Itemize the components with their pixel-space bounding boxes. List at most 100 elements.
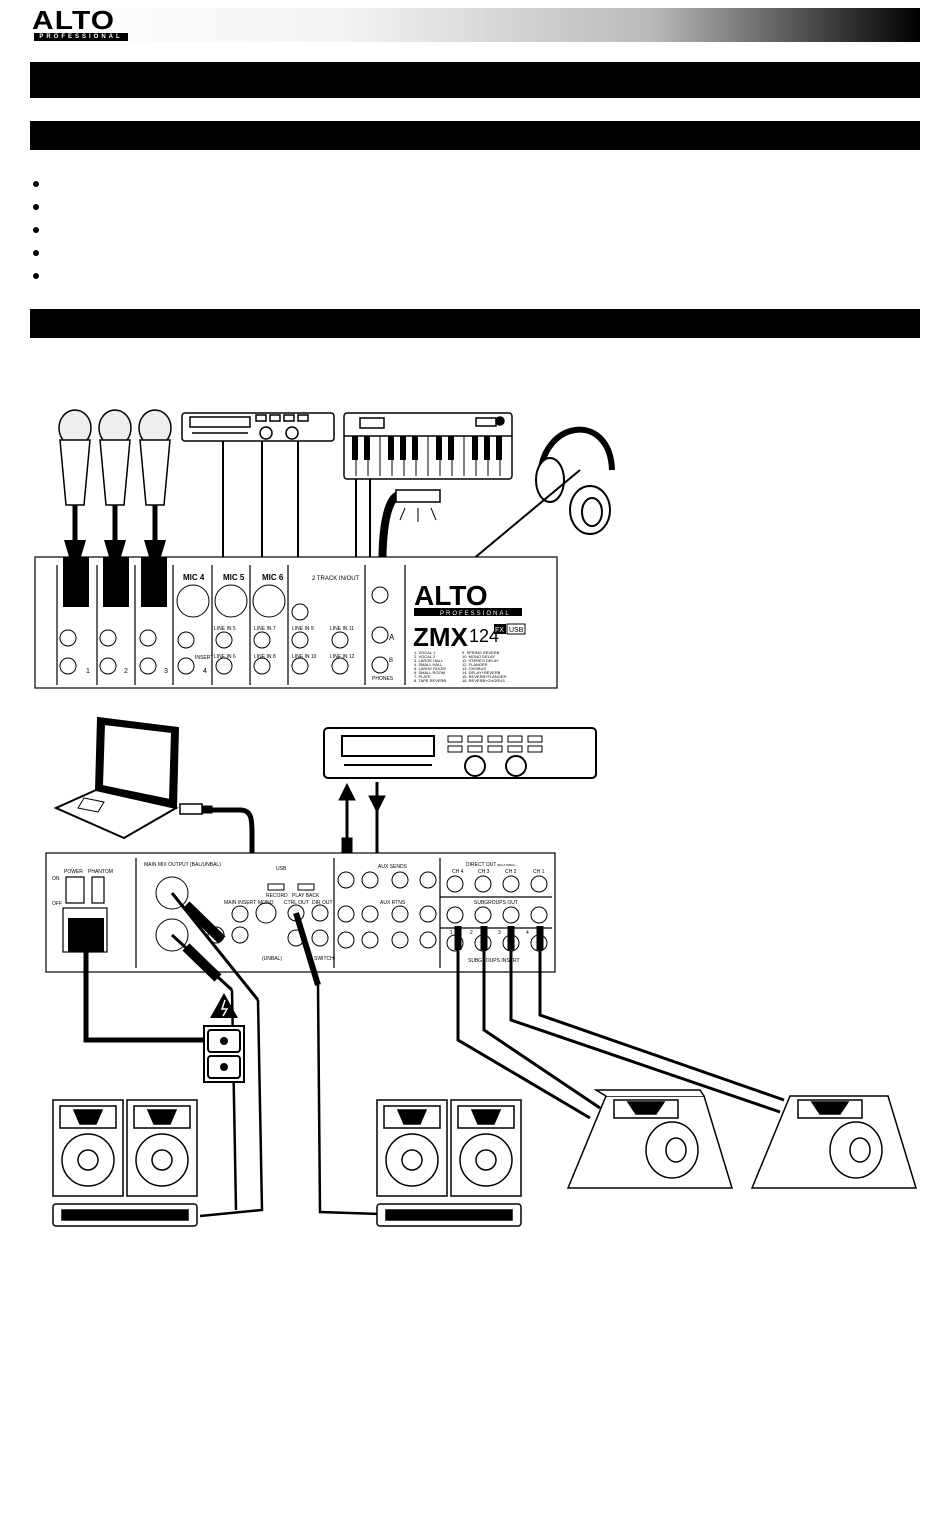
direct-out-label: DIRECT OUT: [466, 862, 496, 868]
preset-item: 13. CHORUS: [462, 666, 486, 671]
preset-item: 7. PLATE: [414, 674, 431, 679]
channel-number: 4: [203, 668, 207, 675]
bullet-dot: [33, 181, 39, 187]
preset-item: 2. VOCAL 2: [414, 654, 436, 659]
xlr-plugs: [64, 540, 166, 560]
usb-label: USB: [276, 866, 287, 872]
switch-label: SWITCH: [314, 956, 334, 962]
microphone-icon: [138, 409, 172, 540]
channel-label: 2 TRACK IN/OUT: [312, 576, 360, 582]
keyboard-icon: [343, 412, 513, 480]
preset-item: 5. LARGE ROOM: [414, 666, 446, 671]
subgroup-number: 4: [526, 930, 529, 936]
mono-label: MONO: [258, 900, 274, 906]
model-number: 124: [469, 626, 499, 646]
line-label: LINE IN 12: [330, 654, 355, 660]
line-label: LINE IN 5: [214, 626, 236, 632]
logo-word: ALTO: [32, 5, 116, 35]
headphone-out-label: B: [389, 658, 393, 664]
laptop-icon: [53, 716, 180, 840]
main-insert-label: MAIN INSERT: [224, 900, 256, 906]
line-label: LINE IN 10: [292, 654, 317, 660]
main-mix-label: MAIN MIX OUTPUT (BAL/UNBAL): [144, 862, 221, 868]
rear-jacks: [155, 871, 548, 952]
rear-power-plug: [68, 918, 104, 952]
xlr-inputs-top: [63, 557, 167, 607]
subgroup-number: 1: [450, 930, 453, 936]
preset-item: 10. MONO DELAY: [462, 654, 495, 659]
microphone-icon: [98, 409, 132, 540]
phantom-label: PHANTOM: [88, 869, 113, 875]
off-label: OFF: [52, 901, 62, 907]
preset-item: 15. REVERB+FLANGER: [462, 674, 506, 679]
direct-channel: CH 3: [478, 869, 490, 875]
preset-item: 8. TAPE REVERB: [414, 678, 446, 683]
preset-item: 14. DELAY+REVERB: [462, 670, 501, 675]
bullet-dot: [33, 250, 39, 256]
rear-labels: POWER PHANTOM ON OFF MAIN MIX OUTPUT (BA…: [52, 862, 545, 964]
playback-label: PLAY BACK: [292, 893, 320, 899]
aux-rtns-label: AUX RTNS: [380, 900, 406, 906]
header-gradient-bar: [30, 8, 920, 42]
line-label: LINE IN 11: [330, 626, 354, 632]
subgroup-cables: [454, 926, 785, 1120]
bullet-dot: [33, 227, 39, 233]
line-label: LINE IN 8: [254, 654, 276, 660]
channel-number: 2: [124, 668, 128, 675]
alto-logo: ALTO PROFESSIONAL: [32, 5, 128, 42]
channel-number: 3: [164, 668, 168, 675]
microphones: [58, 409, 172, 540]
headphone-out-label: A: [389, 633, 395, 642]
channel-label: MIC 5: [223, 573, 245, 582]
brand-subtext: PROFESSIONAL: [440, 611, 511, 617]
bullet-dot: [33, 204, 39, 210]
preset-item: 11. STEREO DELAY: [462, 658, 499, 663]
effects-rack-middle: [323, 727, 597, 779]
floor-monitors: [566, 1089, 918, 1189]
line-label: LINE IN 9: [292, 626, 314, 632]
mixer-top-jacks: [59, 584, 389, 675]
phones-label: PHONES: [372, 676, 394, 682]
direct-channel: CH 2: [505, 869, 517, 875]
usb-badge: USB: [509, 627, 524, 634]
section-title-bar: [30, 62, 920, 98]
unbal-label: (UNBAL): [262, 956, 282, 962]
power-cable: [83, 952, 205, 1043]
preset-item: 12. FLANGER: [462, 662, 488, 667]
direct-out-sub: (BAL/UNBAL): [497, 863, 516, 867]
microphone-icon: [58, 409, 92, 540]
zone-speakers: [376, 1099, 522, 1227]
model-name: ZMX: [413, 622, 469, 652]
aux-sends-label: AUX SENDS: [378, 864, 408, 870]
subgroup-number: 2: [470, 930, 473, 936]
subsection-bar-1: [30, 121, 920, 150]
line-label: LINE IN 6: [214, 654, 236, 660]
logo-subtext: PROFESSIONAL: [34, 33, 128, 41]
channel-label: MIC 4: [183, 573, 205, 582]
preset-item: 4. SMALL HALL: [414, 662, 443, 667]
power-outlet-icon: [203, 1025, 245, 1083]
preset-item: 3. LARGE HALL: [414, 658, 444, 663]
ctrl-out-label: CTRL OUT: [284, 900, 309, 906]
warning-icon: [210, 993, 238, 1018]
effects-rack-top: [181, 412, 335, 442]
fx-badge: FX: [495, 627, 504, 634]
subgroup-number: 3: [498, 930, 501, 936]
brand-logo: ALTO: [414, 580, 488, 611]
headphones-icon: [535, 426, 615, 535]
main-speakers: [52, 1099, 198, 1227]
preset-item: 6. SMALL ROOM: [414, 670, 445, 675]
bullet-dot: [33, 273, 39, 279]
channel-label: MIC 6: [262, 573, 284, 582]
mixer-brand: ALTO PROFESSIONAL ZMX 124 FX USB 1. VOCA…: [413, 580, 526, 683]
control-out-cable: [293, 912, 381, 1216]
dir-out-label: DIR OUT: [312, 900, 333, 906]
record-label: RECORD: [266, 893, 288, 899]
direct-channel: CH 4: [452, 869, 464, 875]
preset-item: 1. VOCAL 1: [414, 650, 436, 655]
insert-label: INSERT: [195, 655, 213, 661]
on-label: ON: [52, 876, 60, 882]
mixer-top-labels: MIC 4 MIC 5 MIC 6 2 TRACK IN/OUT LINE IN…: [86, 573, 395, 682]
line-label: LINE IN 7: [254, 626, 276, 632]
